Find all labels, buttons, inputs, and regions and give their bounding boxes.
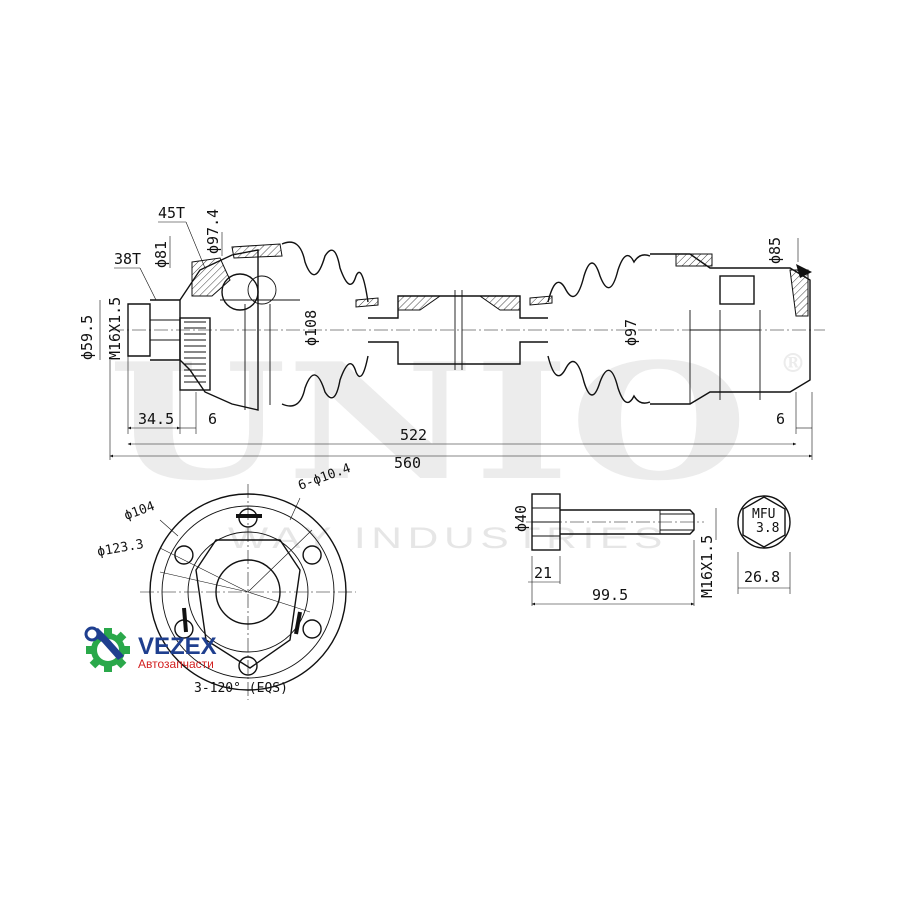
left-stub [127, 303, 151, 357]
vezex-logo: VEZEX Автозапчасти [84, 626, 217, 672]
label-len-6-right: 6 [776, 410, 785, 428]
label-dia-85: ϕ85 [766, 237, 784, 264]
right-boot-top [547, 254, 651, 303]
gear-tooth [104, 628, 112, 636]
label-dia-108: ϕ108 [302, 310, 320, 346]
shaft-dimensions: 45T 38T ϕ81 ϕ97.4 ϕ59.5 M16X1.5 ϕ108 ϕ97… [78, 204, 813, 472]
shaft-bottom [368, 341, 548, 365]
left-boot-bottom [281, 355, 369, 407]
label-dia-81: ϕ81 [152, 241, 170, 268]
label-len-522: 522 [400, 426, 427, 444]
bolt-head-top [737, 495, 791, 549]
gear-tooth [104, 664, 112, 672]
watermark: UNIO ® WAY INDUSTRIES [108, 328, 806, 555]
abs-ring [179, 317, 211, 391]
label-angle: 3-120° (EQS) [194, 681, 288, 696]
watermark-brand: UNIO [108, 328, 748, 516]
label-45t: 45T [158, 204, 185, 222]
bolt-hole [302, 545, 322, 565]
left-boot-top [281, 241, 369, 303]
label-thread-left: M16X1.5 [106, 297, 124, 360]
watermark-tagline: WAY INDUSTRIES [228, 522, 668, 555]
logo-subtitle: Автозапчасти [138, 657, 214, 671]
right-boot-bottom [547, 355, 651, 404]
label-len-560: 560 [394, 454, 421, 472]
bolt-hex [742, 496, 786, 548]
label-dia-123-3: ϕ123.3 [96, 537, 145, 560]
shaft-top [368, 295, 548, 319]
logo-name: VEZEX [138, 633, 217, 660]
bolt-hole [174, 545, 194, 565]
bolt-hole [302, 619, 322, 639]
label-mark-bottom: 3.8 [756, 521, 779, 536]
cv-ball [221, 273, 259, 311]
label-length-99-5: 99.5 [592, 586, 628, 604]
label-dia-59-5: ϕ59.5 [78, 315, 96, 360]
label-38t: 38T [114, 250, 141, 268]
label-dia-97-4: ϕ97.4 [204, 209, 222, 254]
label-head-21: 21 [534, 564, 552, 582]
flange-tripod [195, 539, 301, 669]
label-mark-top: MFU [752, 507, 775, 522]
label-dia-40: ϕ40 [512, 505, 530, 532]
label-dia-97: ϕ97 [622, 319, 640, 346]
label-len-34-5: 34.5 [138, 410, 174, 428]
watermark-registered: ® [780, 349, 806, 379]
label-bolt-thread: M16X1.5 [698, 535, 716, 598]
gear-tooth [86, 646, 94, 654]
flange-view: 6-ϕ10.4 ϕ104 ϕ123.3 3-120° (EQS) [96, 461, 356, 700]
bolt-drawing: ϕ40 21 99.5 M16X1.5 MFU 3.8 26.8 [512, 493, 791, 606]
shaft-assembly [110, 241, 825, 411]
inner-tripod [719, 275, 755, 305]
label-across-flats: 26.8 [744, 568, 780, 586]
label-len-6-left: 6 [208, 410, 217, 428]
gear-tooth [122, 646, 130, 654]
